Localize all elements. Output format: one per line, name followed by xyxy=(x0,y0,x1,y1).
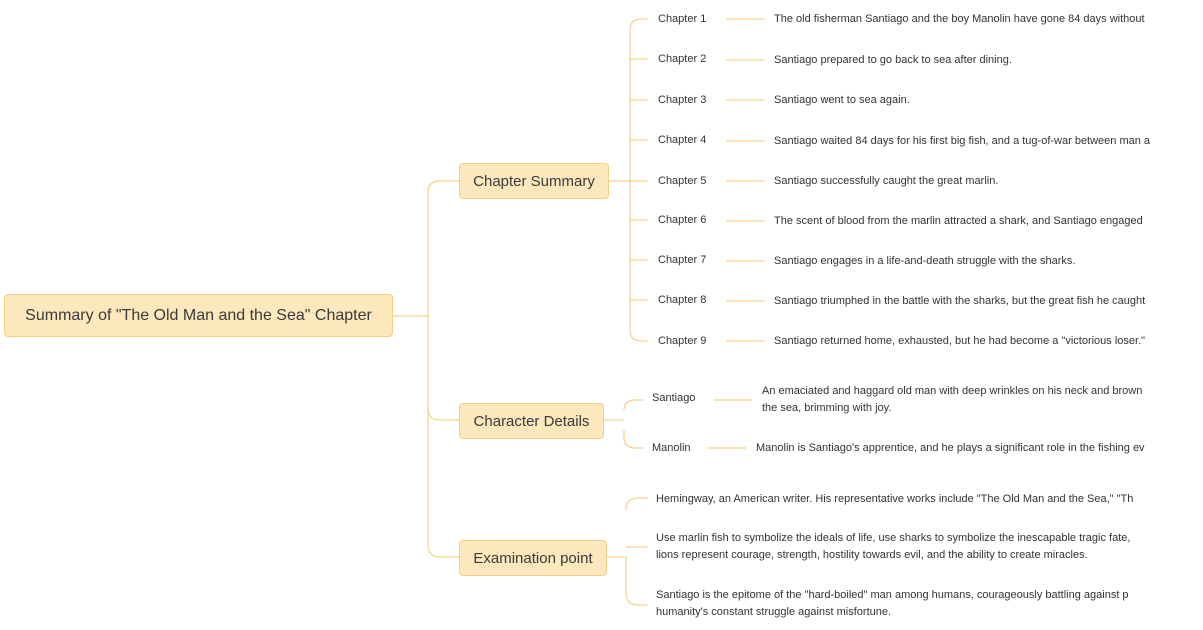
connector-chapter-spine xyxy=(609,18,648,342)
chapter-1-text[interactable]: The old fisherman Santiago and the boy M… xyxy=(774,13,1145,25)
branch-examination-point[interactable]: Examination point xyxy=(459,540,607,576)
connector-to-character-details xyxy=(427,407,459,421)
branch-character-details[interactable]: Character Details xyxy=(459,403,604,439)
chapter-5-text[interactable]: Santiago successfully caught the great m… xyxy=(774,175,999,187)
exam-point-1-text[interactable]: Hemingway, an American writer. His repre… xyxy=(656,493,1134,505)
character-santiago-text[interactable]: An emaciated and haggard old man with de… xyxy=(762,383,1142,417)
branch-character-details-label: Character Details xyxy=(473,412,590,430)
exam-point-2-text[interactable]: Use marlin fish to symbolize the ideals … xyxy=(656,530,1130,564)
chapter-8-text[interactable]: Santiago triumphed in the battle with th… xyxy=(774,295,1146,307)
character-manolin-text[interactable]: Manolin is Santiago's apprentice, and he… xyxy=(756,442,1145,454)
chapter-3-label[interactable]: Chapter 3 xyxy=(658,94,707,106)
chapter-4-text[interactable]: Santiago waited 84 days for his first bi… xyxy=(774,135,1151,147)
branch-chapter-summary-label: Chapter Summary xyxy=(473,172,595,190)
character-santiago-text-line2: the sea, brimming with joy. xyxy=(762,402,892,414)
branch-chapter-summary[interactable]: Chapter Summary xyxy=(459,163,609,199)
chapter-3-text[interactable]: Santiago went to sea again. xyxy=(774,94,910,106)
connector-exam-spine xyxy=(607,497,648,606)
chapter-9-text[interactable]: Santiago returned home, exhausted, but h… xyxy=(774,335,1146,347)
exam-point-2-text-line2: lions represent courage, strength, hosti… xyxy=(656,549,1088,561)
chapter-2-label[interactable]: Chapter 2 xyxy=(658,53,707,65)
character-manolin-label[interactable]: Manolin xyxy=(652,442,691,454)
chapter-6-text[interactable]: The scent of blood from the marlin attra… xyxy=(774,215,1143,227)
root-label: Summary of "The Old Man and the Sea" Cha… xyxy=(25,306,372,324)
connector-spine xyxy=(427,180,459,558)
chapter-9-label[interactable]: Chapter 9 xyxy=(658,335,707,347)
chapter-1-label[interactable]: Chapter 1 xyxy=(658,13,707,25)
chapter-8-label[interactable]: Chapter 8 xyxy=(658,294,707,306)
root-node[interactable]: Summary of "The Old Man and the Sea" Cha… xyxy=(4,294,393,337)
chapter-7-text[interactable]: Santiago engages in a life-and-death str… xyxy=(774,255,1076,267)
character-santiago-label[interactable]: Santiago xyxy=(652,392,696,404)
connector-character-spine xyxy=(604,399,644,449)
exam-point-3-text[interactable]: Santiago is the epitome of the "hard-boi… xyxy=(656,587,1129,621)
exam-point-3-text-line1: Santiago is the epitome of the "hard-boi… xyxy=(656,589,1129,601)
chapter-4-label[interactable]: Chapter 4 xyxy=(658,134,707,146)
character-santiago-text-line1: An emaciated and haggard old man with de… xyxy=(762,385,1143,397)
chapter-6-label[interactable]: Chapter 6 xyxy=(658,214,707,226)
chapter-5-label[interactable]: Chapter 5 xyxy=(658,175,707,187)
branch-examination-point-label: Examination point xyxy=(473,549,593,567)
chapter-2-text[interactable]: Santiago prepared to go back to sea afte… xyxy=(774,54,1012,66)
exam-point-2-text-line1: Use marlin fish to symbolize the ideals … xyxy=(656,532,1131,544)
exam-point-3-text-line2: humanity's constant struggle against mis… xyxy=(656,606,892,618)
chapter-7-label[interactable]: Chapter 7 xyxy=(658,254,707,266)
